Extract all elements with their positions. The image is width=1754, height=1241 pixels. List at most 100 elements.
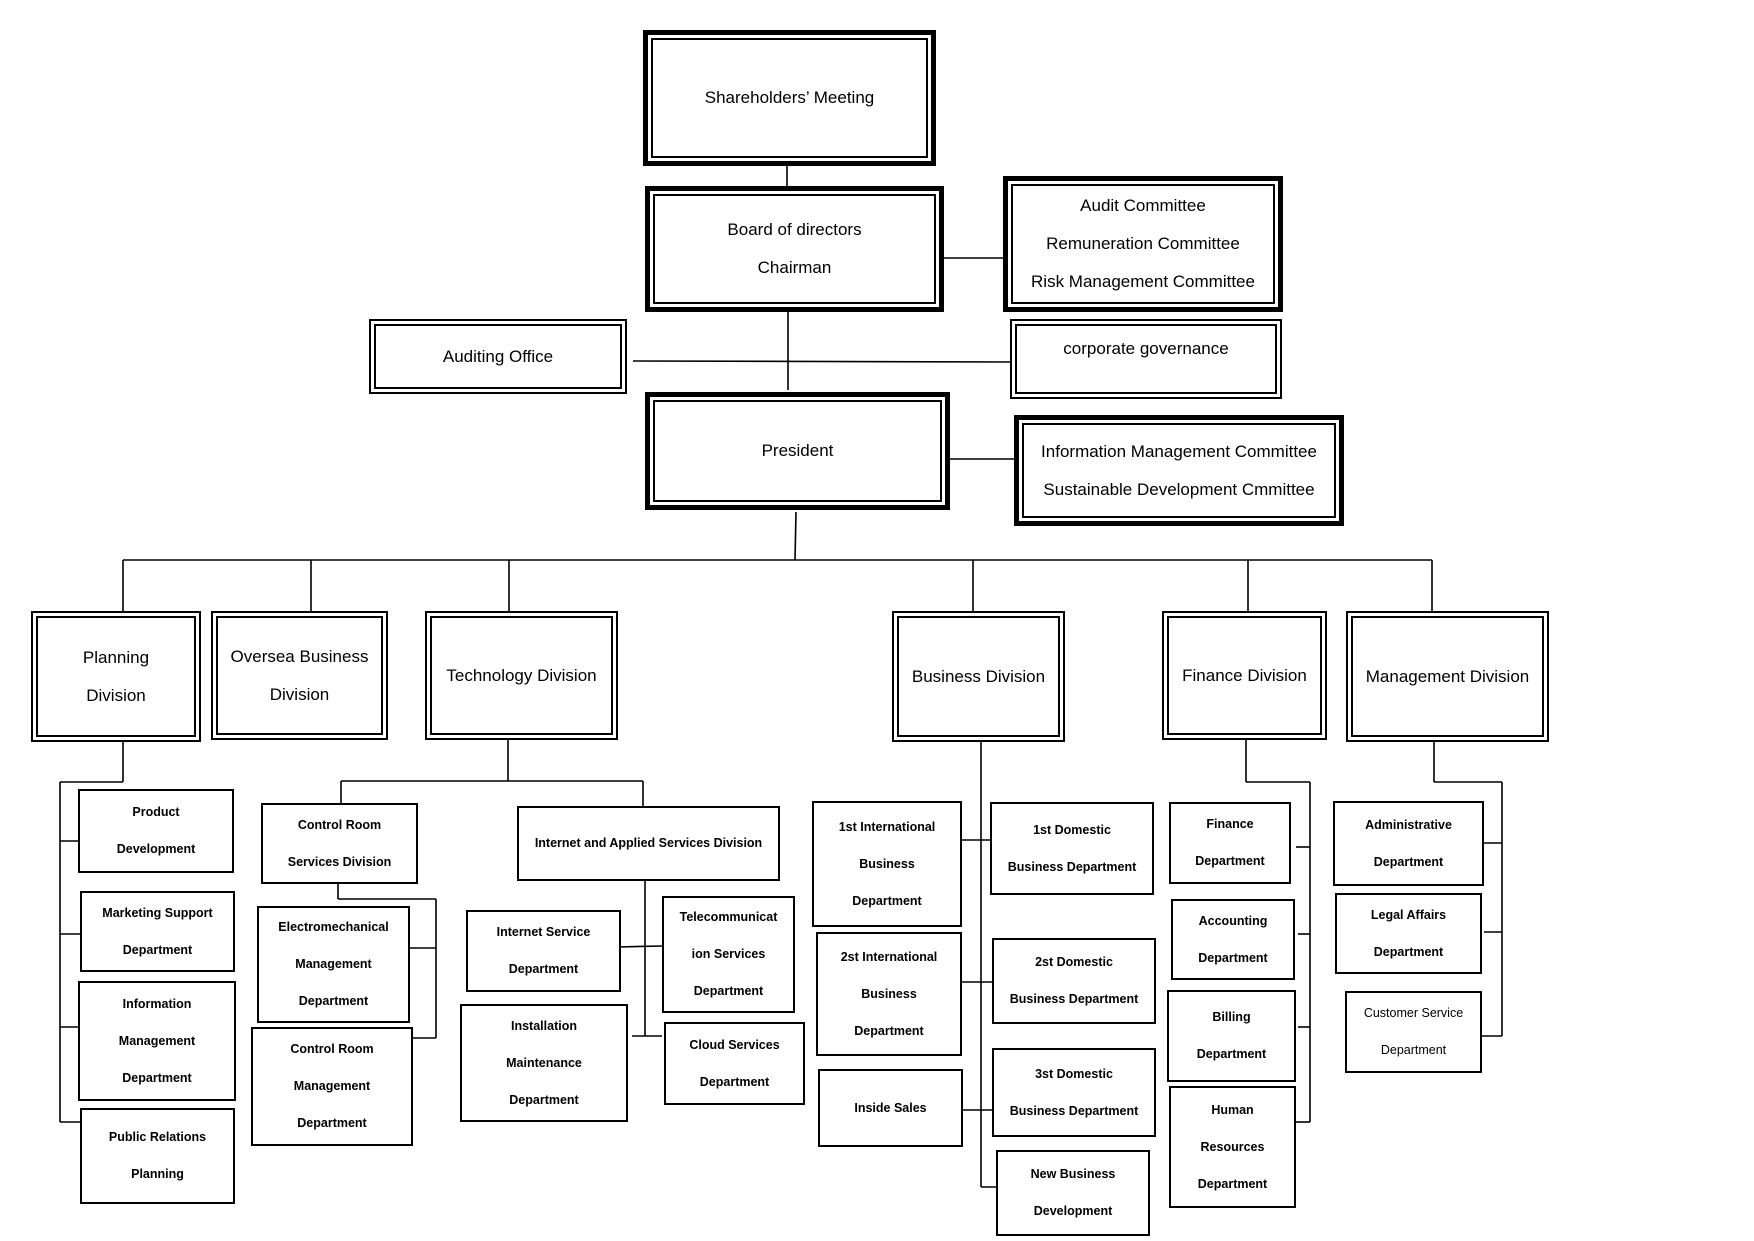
planning-division-label-1: Planning [82, 647, 150, 667]
first-international-business-label-1: 1st International [838, 819, 936, 834]
public-relations-box: Public Relations Planning [80, 1108, 235, 1204]
customer-service-label-1: Customer Service [1363, 1006, 1464, 1020]
finance-department-box: Finance Department [1169, 802, 1291, 884]
billing-department-label-2: Department [1196, 1047, 1267, 1061]
corporate-governance-label: corporate governance [1063, 339, 1229, 358]
third-domestic-business-label-1: 3st Domestic [1035, 1066, 1113, 1081]
second-international-business-label-3: Department [854, 1023, 924, 1038]
human-resources-label-1: Human [1211, 1102, 1254, 1117]
first-international-business-box: 1st International Business Department [812, 801, 962, 927]
first-domestic-business-label-2: Business Department [1007, 859, 1137, 874]
administrative-department-label-2: Department [1373, 854, 1444, 869]
telecommunication-services-label-1: Telecommunicat [679, 910, 778, 924]
control-room-services-label-2: Services Division [287, 854, 392, 869]
customer-service-label-2: Department [1380, 1043, 1447, 1057]
administrative-department-label-1: Administrative [1365, 817, 1452, 832]
electromechanical-label-2: Management [295, 957, 372, 971]
inside-sales-label: Inside Sales [854, 1100, 927, 1115]
first-international-business-label-3: Department [852, 893, 922, 908]
control-room-management-box: Control Room Management Department [251, 1027, 413, 1146]
finance-division-box: Finance Division [1162, 611, 1327, 740]
planning-division-label-2: Division [86, 685, 146, 705]
finance-division-label: Finance Division [1182, 665, 1307, 685]
product-development-box: Product Development [78, 789, 234, 873]
shareholders-meeting-label: Shareholders’ Meeting [704, 88, 875, 107]
chairman-label: Chairman [757, 258, 832, 277]
oversea-business-division-label-2: Division [269, 684, 330, 704]
legal-affairs-department-box: Legal Affairs Department [1335, 893, 1482, 974]
billing-department-label-1: Billing [1212, 1010, 1251, 1024]
second-domestic-business-label-1: 2st Domestic [1035, 955, 1113, 969]
internet-service-box: Internet Service Department [466, 910, 621, 992]
accounting-department-label-2: Department [1198, 950, 1268, 965]
installation-maintenance-label-1: Installation [511, 1018, 577, 1033]
installation-maintenance-label-2: Maintenance [506, 1055, 582, 1070]
information-management-box: Information Management Department [78, 981, 236, 1101]
board-of-directors-box: Board of directors Chairman [645, 186, 944, 312]
customer-service-department-box: Customer Service Department [1345, 991, 1482, 1073]
product-development-label-2: Development [116, 842, 196, 856]
president-box: President [645, 392, 950, 510]
accounting-department-box: Accounting Department [1171, 899, 1295, 980]
control-room-services-label-1: Control Room [297, 817, 382, 832]
control-room-management-label-1: Control Room [290, 1042, 374, 1056]
oversea-business-division-label-1: Oversea Business [230, 646, 369, 666]
first-domestic-business-box: 1st Domestic Business Department [990, 802, 1154, 895]
business-division-label: Business Division [911, 666, 1046, 686]
technology-division-box: Technology Division [425, 611, 618, 740]
finance-department-label-1: Finance [1206, 817, 1254, 831]
second-international-business-label-1: 2st International [840, 949, 938, 964]
internet-applied-services-box: Internet and Applied Services Division [517, 806, 780, 881]
second-domestic-business-label-2: Business Department [1009, 992, 1139, 1006]
finance-department-label-2: Department [1195, 854, 1265, 868]
internet-service-label-1: Internet Service [496, 925, 591, 939]
new-business-development-box: New Business Development [996, 1150, 1150, 1236]
auditing-office-label: Auditing Office [442, 346, 554, 366]
first-domestic-business-label-1: 1st Domestic [1033, 822, 1111, 837]
legal-affairs-label-2: Department [1373, 944, 1444, 959]
management-division-box: Management Division [1346, 611, 1549, 742]
marketing-support-label-1: Marketing Support [102, 905, 213, 920]
control-room-services-box: Control Room Services Division [261, 803, 418, 884]
information-management-committee-label: Information Management Committee [1041, 441, 1317, 461]
marketing-support-box: Marketing Support Department [80, 891, 235, 972]
information-management-label-3: Department [122, 1070, 192, 1085]
technology-division-label: Technology Division [446, 665, 597, 685]
public-relations-label-2: Planning [131, 1167, 184, 1181]
human-resources-label-3: Department [1197, 1176, 1268, 1191]
third-domestic-business-label-2: Business Department [1009, 1103, 1139, 1118]
telecommunication-services-label-3: Department [693, 984, 764, 998]
second-international-business-label-2: Business [861, 986, 917, 1001]
electromechanical-label-3: Department [298, 994, 369, 1008]
marketing-support-label-2: Department [122, 942, 193, 957]
legal-affairs-label-1: Legal Affairs [1370, 907, 1447, 922]
risk-management-committee-label: Risk Management Committee [1031, 272, 1255, 291]
internet-applied-services-label: Internet and Applied Services Division [534, 836, 763, 850]
shareholders-meeting-box: Shareholders’ Meeting [643, 30, 936, 166]
public-relations-label-1: Public Relations [108, 1130, 207, 1144]
oversea-business-division-box: Oversea Business Division [211, 611, 388, 740]
management-division-label: Management Division [1365, 666, 1530, 686]
human-resources-label-2: Resources [1200, 1139, 1265, 1154]
president-committees-box: Information Management Committee Sustain… [1014, 415, 1344, 526]
control-room-management-label-2: Management [293, 1079, 371, 1093]
information-management-label-1: Information [122, 996, 192, 1011]
board-of-directors-label: Board of directors [727, 220, 862, 239]
audit-committee-label: Audit Committee [1080, 196, 1206, 215]
remuneration-committee-label: Remuneration Committee [1046, 234, 1240, 253]
cloud-services-box: Cloud Services Department [664, 1022, 805, 1105]
telecommunication-services-box: Telecommunicat ion Services Department [662, 896, 795, 1013]
product-development-label-1: Product [132, 805, 180, 819]
electromechanical-label-1: Electromechanical [278, 920, 389, 934]
business-division-box: Business Division [892, 611, 1065, 742]
new-business-development-label-1: New Business [1030, 1167, 1116, 1181]
control-room-management-label-3: Department [297, 1116, 367, 1130]
installation-maintenance-label-3: Department [509, 1092, 579, 1107]
corporate-governance-box: corporate governance [1010, 319, 1282, 399]
billing-department-box: Billing Department [1167, 990, 1296, 1082]
president-label: President [761, 441, 834, 460]
administrative-department-box: Administrative Department [1333, 801, 1484, 886]
planning-division-box: Planning Division [31, 611, 201, 742]
auditing-office-box: Auditing Office [369, 319, 627, 394]
